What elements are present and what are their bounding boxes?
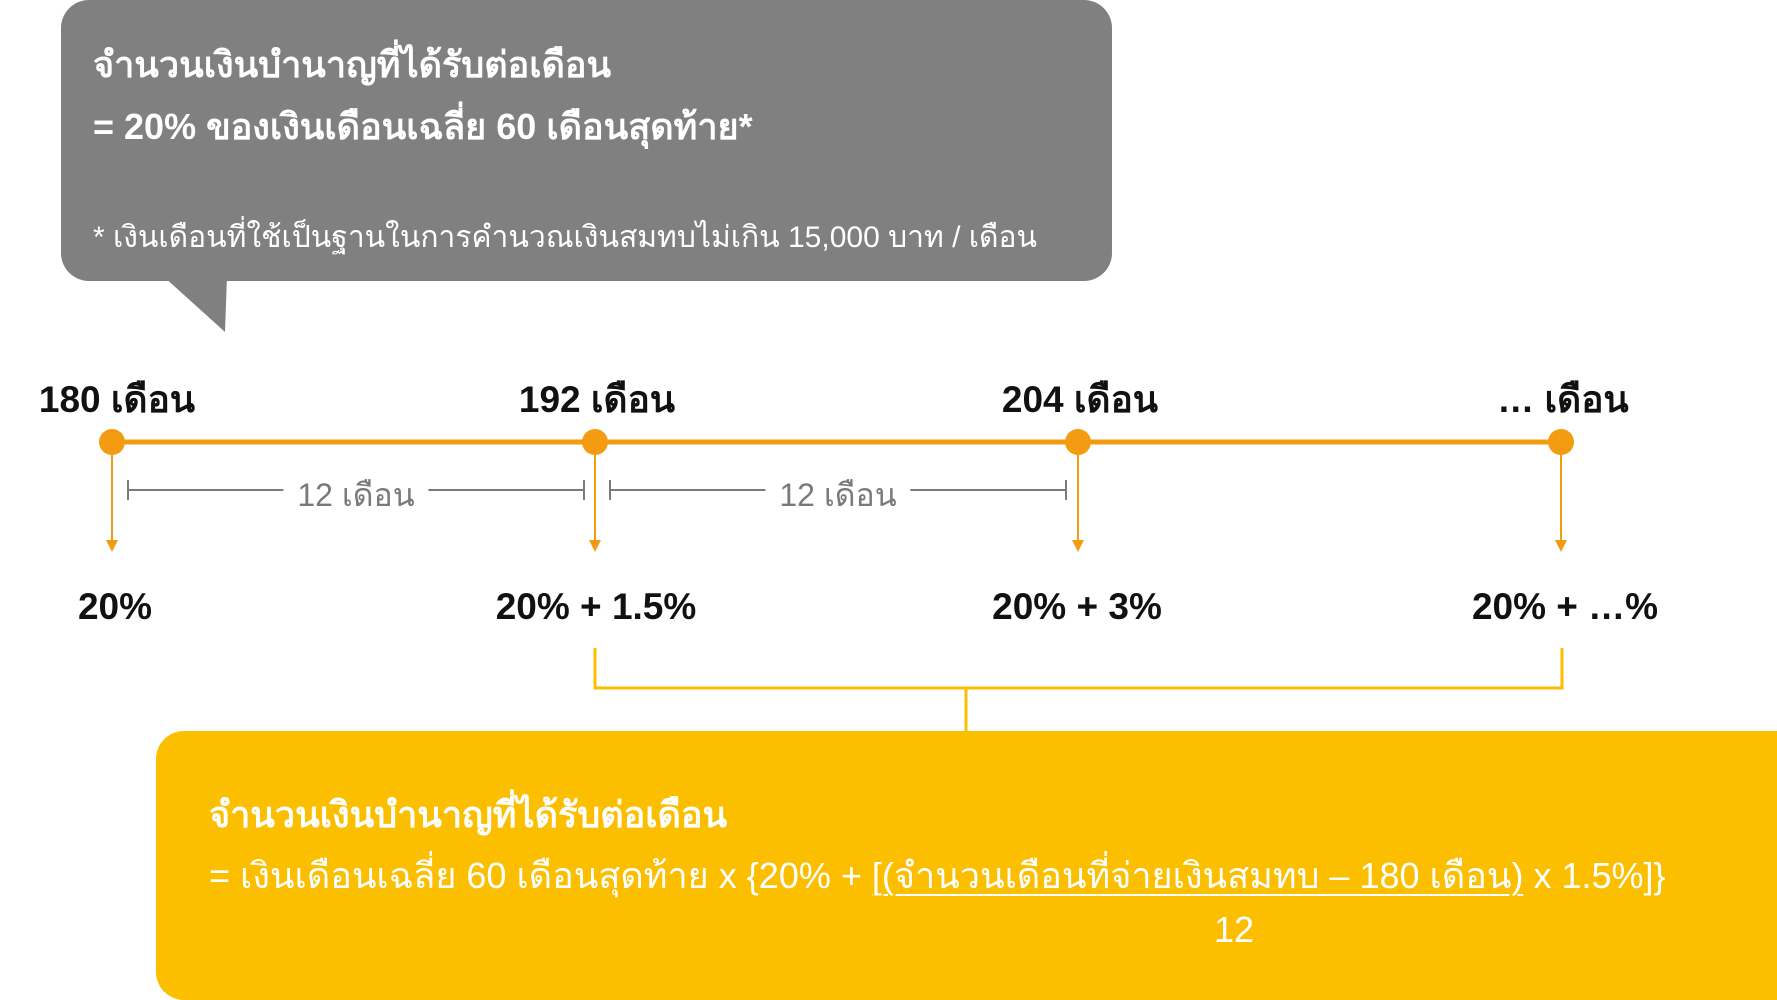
- milestone-arrowhead-4: [1555, 540, 1567, 552]
- interval-label-2: 12 เดือน: [765, 470, 911, 521]
- milestone-label-2: 192 เดือน: [518, 379, 676, 420]
- rates-bracket: [593, 648, 1564, 690]
- milestone-dot-3: [1065, 429, 1091, 455]
- bubble-title: จำนวนเงินบำนาญที่ได้รับต่อเดือน: [93, 44, 612, 85]
- rate-label-1: 20%: [77, 586, 153, 627]
- rate-label-4: 20% + …%: [1471, 586, 1659, 627]
- timeline: 180 เดือน 192 เดือน 204 เดือน … เดือน 12…: [0, 340, 1777, 740]
- rate-label-3: 20% + 3%: [992, 586, 1162, 627]
- formula-numerator: [(จำนวนเดือนที่จ่ายเงินสมทบ – 180 เดือน): [871, 855, 1524, 896]
- formula-box: จำนวนเงินบำนาญที่ได้รับต่อเดือน = เงินเด…: [156, 731, 1777, 1000]
- milestone-label-4: … เดือน: [1497, 379, 1629, 420]
- bubble-formula: = 20% ของเงินเดือนเฉลี่ย 60 เดือนสุดท้าย…: [93, 106, 753, 147]
- milestone-arrowhead-3: [1072, 540, 1084, 552]
- bubble-tail: [163, 276, 227, 332]
- interval-label-1: 12 เดือน: [283, 470, 429, 521]
- milestone-label-1: 180 เดือน: [38, 379, 196, 420]
- formula-bubble: จำนวนเงินบำนาญที่ได้รับต่อเดือน = 20% ขอ…: [61, 0, 1112, 281]
- formula-denominator: 12: [1214, 909, 1255, 950]
- formula-prefix: = เงินเดือนเฉลี่ย 60 เดือนสุดท้าย x {20%…: [209, 855, 872, 896]
- formula-expression: = เงินเดือนเฉลี่ย 60 เดือนสุดท้าย x {20%…: [209, 847, 1666, 904]
- formula-suffix: x 1.5%]}: [1523, 855, 1666, 896]
- rate-label-2: 20% + 1.5%: [495, 586, 697, 627]
- milestone-dot-1: [99, 429, 125, 455]
- milestone-label-3: 204 เดือน: [1001, 379, 1159, 420]
- milestone-dot-2: [582, 429, 608, 455]
- milestone-dot-4: [1548, 429, 1574, 455]
- timeline-graphic: [99, 429, 1574, 731]
- bubble-note: * เงินเดือนที่ใช้เป็นฐานในการคำนวณเงินสม…: [93, 221, 1038, 254]
- formula-title: จำนวนเงินบำนาญที่ได้รับต่อเดือน: [209, 794, 728, 835]
- milestone-arrowhead-1: [106, 540, 118, 552]
- milestone-arrowhead-2: [589, 540, 601, 552]
